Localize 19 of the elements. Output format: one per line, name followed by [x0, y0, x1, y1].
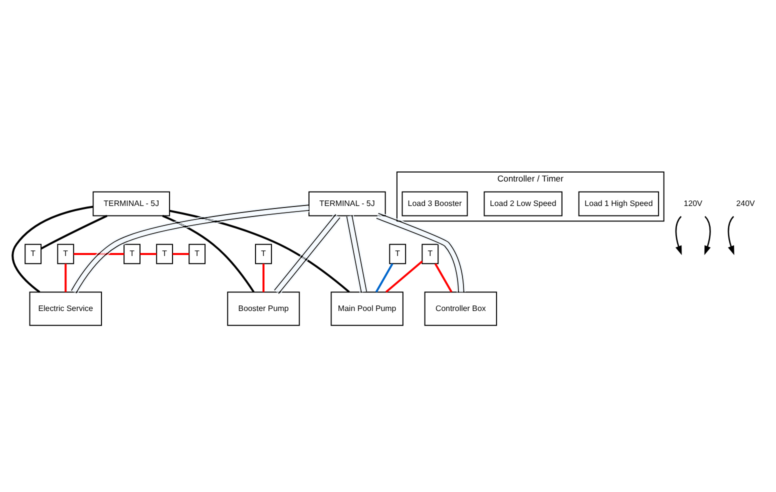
connector: [172, 252, 190, 255]
arrow: [675, 216, 682, 256]
connector: [162, 214, 255, 293]
connector: [273, 213, 342, 295]
arrow: [728, 216, 734, 256]
connector: [434, 263, 452, 293]
connector: [262, 264, 264, 292]
connector: [376, 212, 466, 293]
connector: [70, 203, 310, 294]
connector: [64, 264, 67, 292]
connector: [140, 252, 157, 255]
connector: [12, 206, 94, 293]
arrow: [704, 216, 711, 256]
connector: [74, 252, 124, 255]
connector: [385, 260, 423, 293]
connector: [345, 214, 368, 294]
connector: [40, 214, 108, 250]
connector: [375, 263, 394, 293]
connector: [170, 210, 350, 293]
